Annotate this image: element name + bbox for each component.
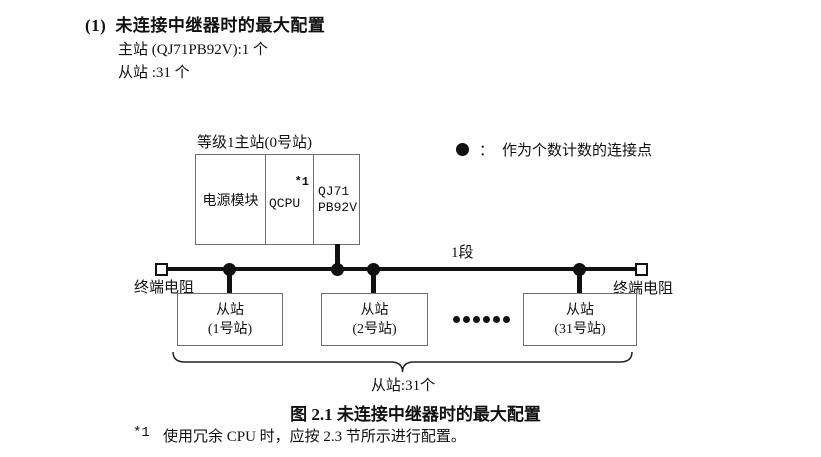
- segment-label: 1段: [451, 245, 474, 261]
- slave-count-line: 从站 :31 个: [118, 65, 190, 81]
- section-title: 未连接中继器时的最大配置: [115, 16, 326, 35]
- slave31-drop-line: [577, 269, 582, 294]
- connection-point-dot-icon: [456, 143, 469, 156]
- footnote-text: 使用冗余 CPU 时，应按 2.3 节所示进行配置。: [163, 429, 466, 445]
- master-station-box: 电源模块 *1 QCPU QJ71 PB92V: [195, 154, 360, 245]
- slave2-drop-line: [371, 269, 376, 294]
- connection-dot-icon: [573, 263, 586, 276]
- qcpu-label: QCPU: [269, 196, 301, 211]
- ellipsis-dots-icon: [453, 316, 510, 323]
- slave-station-box-31: 从站 (31号站): [523, 293, 637, 346]
- bus-line: [168, 267, 635, 271]
- power-module-label: 电源模块: [202, 193, 259, 209]
- footnote-marker: *1: [133, 425, 150, 441]
- brace-label: 从站:31个: [370, 378, 436, 394]
- slave-number: (1号站): [207, 321, 253, 337]
- connection-dot-icon: [331, 263, 344, 276]
- figure-caption: 图 2.1 未连接中继器时的最大配置: [290, 405, 541, 424]
- slaves-brace: [172, 351, 633, 373]
- slave-number: (31号站): [554, 321, 606, 337]
- slave-number: (2号站): [352, 321, 397, 337]
- qj71pb92v-cell: QJ71 PB92V: [314, 155, 359, 244]
- power-module-cell: 电源模块: [196, 155, 266, 244]
- connection-dot-icon: [367, 263, 380, 276]
- section-heading: (1) 未连接中继器时的最大配置: [85, 11, 325, 36]
- master-station-label: 等级1主站(0号站): [197, 135, 312, 151]
- terminator-left-icon: [155, 263, 168, 276]
- qj71pb92v-label-line1: QJ71: [318, 183, 350, 199]
- master-count-line: 主站 (QJ71PB92V):1 个: [118, 42, 269, 58]
- legend-separator: ：: [479, 143, 495, 159]
- legend: ： 作为个数计数的连接点: [456, 139, 652, 160]
- slave-station-box-2: 从站 (2号站): [321, 293, 428, 346]
- connection-dot-icon: [223, 263, 236, 276]
- section-number: (1): [85, 16, 107, 35]
- terminator-right-icon: [635, 263, 648, 276]
- slave1-drop-line: [227, 269, 232, 294]
- slave-name: 从站: [360, 302, 389, 318]
- terminator-left-label: 终端电阻: [134, 280, 195, 296]
- footnote: *1 使用冗余 CPU 时，应按 2.3 节所示进行配置。: [133, 425, 466, 446]
- slave-station-box-1: 从站 (1号站): [177, 293, 283, 346]
- slave-name: 从站: [566, 302, 594, 318]
- qj71pb92v-label-line2: PB92V: [318, 199, 358, 215]
- footnote-ref-marker: *1: [294, 175, 309, 189]
- slave-name: 从站: [216, 302, 244, 318]
- legend-label: 作为个数计数的连接点: [502, 143, 653, 159]
- master-drop-line: [335, 244, 340, 269]
- qcpu-cell: *1 QCPU: [266, 155, 314, 244]
